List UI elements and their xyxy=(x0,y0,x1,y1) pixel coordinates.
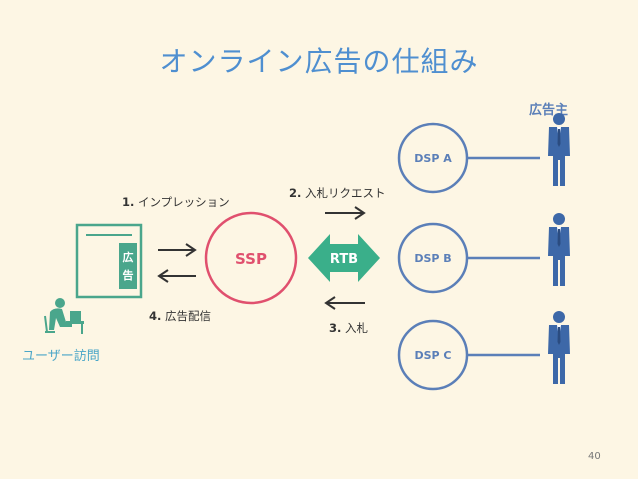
ad-banner-char-2: 告 xyxy=(123,268,134,282)
dsp-a-node xyxy=(397,122,469,194)
page-title: オンライン広告の仕組み xyxy=(159,45,479,78)
impression-arrow xyxy=(158,243,197,257)
ad-delivery-arrow xyxy=(157,269,196,283)
rtb-double-arrow xyxy=(308,234,380,282)
ad-banner xyxy=(119,243,137,289)
step-1-text: インプレッション xyxy=(138,195,230,209)
step-3-text: 入札 xyxy=(345,321,369,335)
step-3-label: 3. 入札 xyxy=(329,320,368,336)
step-1-label: 1. インプレッション xyxy=(122,194,230,210)
step-2-text: 入札リクエスト xyxy=(305,186,386,200)
step-2-label: 2. 入札リクエスト xyxy=(289,185,386,201)
advertiser-b-icon xyxy=(548,213,570,286)
step-1-num: 1. xyxy=(122,195,135,209)
rtb-label: RTB xyxy=(330,252,358,267)
user-visit-label: ユーザー訪問 xyxy=(22,349,100,364)
advertiser-a-icon xyxy=(548,113,570,186)
advertiser-c-icon xyxy=(548,311,570,384)
dsp-a-label: DSP A xyxy=(414,152,452,165)
page-number: 40 xyxy=(588,451,601,462)
ssp-label: SSP xyxy=(235,250,267,268)
step-4-label: 4. 広告配信 xyxy=(149,308,211,324)
dsp-b-node xyxy=(397,222,469,294)
ssp-node xyxy=(204,211,298,305)
step-3-num: 3. xyxy=(329,321,342,335)
step-2-num: 2. xyxy=(289,186,302,200)
step-4-text: 広告配信 xyxy=(165,309,212,323)
user-at-computer-icon xyxy=(44,298,84,334)
step-4-num: 4. xyxy=(149,309,162,323)
bid-arrow xyxy=(324,296,365,310)
dsp-c-node xyxy=(397,319,469,391)
dsp-c-label: DSP C xyxy=(414,349,451,362)
dsp-b-label: DSP B xyxy=(414,252,451,265)
bid-request-arrow xyxy=(325,206,366,220)
ad-banner-char-1: 広 xyxy=(123,250,134,264)
